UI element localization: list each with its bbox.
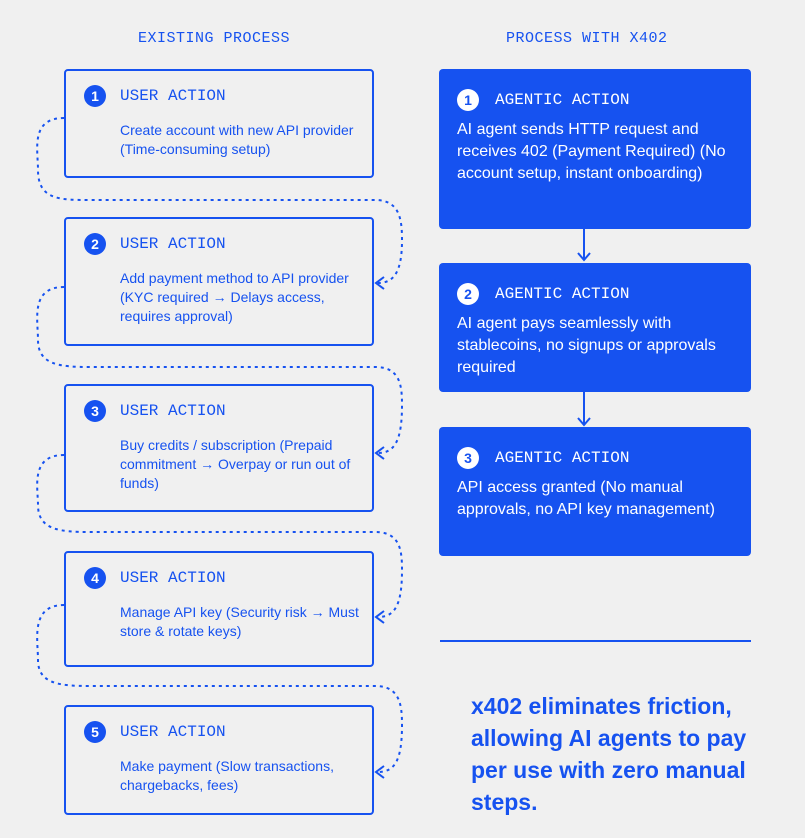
step-number-badge: 5 — [84, 721, 106, 743]
x402-step-1: 1 AGENTIC ACTION AI agent sends HTTP req… — [439, 69, 751, 229]
tagline: x402 eliminates friction, allowing AI ag… — [471, 693, 747, 815]
connector-1-2 — [36, 117, 404, 284]
existing-step-1: 1 USER ACTION Create account with new AP… — [64, 69, 374, 178]
arrowhead-1-2 — [374, 276, 385, 290]
existing-step-3: 3 USER ACTION Buy credits / subscription… — [64, 384, 374, 512]
step-description: Add payment method to API provider (KYC … — [120, 270, 349, 324]
step-number-badge: 2 — [457, 283, 479, 305]
x402-process-title: PROCESS WITH X402 — [506, 30, 668, 47]
step-description: AI agent sends HTTP request and receives… — [457, 121, 726, 182]
x402-step-3: 3 AGENTIC ACTION API access granted (No … — [439, 427, 751, 556]
step-description: Buy credits / subscription (Prepaid comm… — [120, 437, 351, 491]
step-number-badge: 2 — [84, 233, 106, 255]
step-heading: AGENTIC ACTION — [495, 285, 630, 303]
step-number-badge: 1 — [457, 89, 479, 111]
step-description: Create account with new API provider (Ti… — [120, 122, 354, 157]
x402-step-2: 2 AGENTIC ACTION AI agent pays seamlessl… — [439, 263, 751, 392]
step-heading: USER ACTION — [120, 235, 226, 253]
divider — [440, 640, 751, 642]
arrow-right-1-2 — [577, 229, 591, 262]
step-heading: AGENTIC ACTION — [495, 91, 630, 109]
existing-step-4: 4 USER ACTION Manage API key (Security r… — [64, 551, 374, 667]
arrowhead-2-3 — [374, 446, 385, 460]
step-description: AI agent pays seamlessly with stablecoin… — [457, 315, 716, 376]
step-heading: AGENTIC ACTION — [495, 449, 630, 467]
connector-3-4 — [36, 454, 404, 618]
arrow-right-2-3 — [577, 392, 591, 427]
existing-step-5: 5 USER ACTION Make payment (Slow transac… — [64, 705, 374, 815]
step-heading: USER ACTION — [120, 402, 226, 420]
step-heading: USER ACTION — [120, 87, 226, 105]
step-number-badge: 1 — [84, 85, 106, 107]
existing-process-title: EXISTING PROCESS — [138, 30, 291, 47]
step-number-badge: 3 — [84, 400, 106, 422]
step-description: API access granted (No manual approvals,… — [457, 479, 715, 518]
step-heading: USER ACTION — [120, 569, 226, 587]
existing-step-2: 2 USER ACTION Add payment method to API … — [64, 217, 374, 346]
step-description: Manage API key (Security risk → Must sto… — [120, 604, 359, 639]
step-description: Make payment (Slow transactions, chargeb… — [120, 758, 334, 793]
step-number-badge: 4 — [84, 567, 106, 589]
arrowhead-3-4 — [374, 610, 385, 624]
arrowhead-4-5 — [374, 765, 385, 779]
connector-4-5 — [36, 604, 404, 773]
connector-2-3 — [36, 286, 404, 454]
step-number-badge: 3 — [457, 447, 479, 469]
step-heading: USER ACTION — [120, 723, 226, 741]
